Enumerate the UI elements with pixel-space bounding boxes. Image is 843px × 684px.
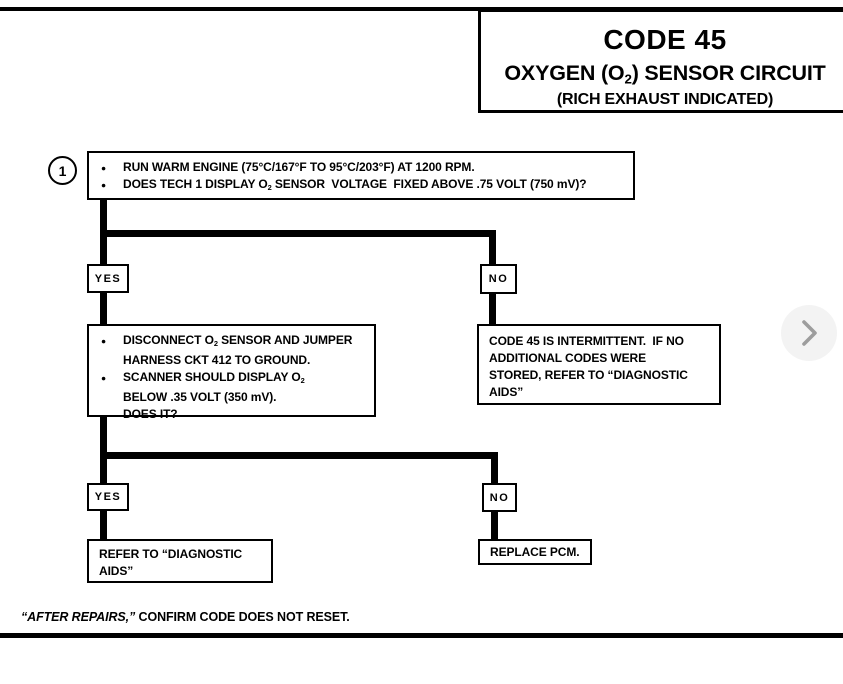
refer-line2: AIDS”	[99, 564, 134, 578]
yes1-action-box: ●DISCONNECT O2 SENSOR AND JUMPER HARNESS…	[87, 324, 376, 421]
bullet-icon: ●	[101, 373, 107, 384]
yes2-label-box: YES	[87, 483, 129, 511]
action-bullet2-cont2: DOES IT?	[123, 407, 178, 422]
connector-branch1-no	[489, 230, 496, 265]
next-page-button[interactable]	[781, 305, 837, 361]
action-bullet1-cont: HARNESS CKT 412 TO GROUND.	[123, 353, 311, 368]
intermittent-line1: CODE 45 IS INTERMITTENT. IF NO	[489, 334, 684, 348]
action-bullet1: ●DISCONNECT O2 SENSOR AND JUMPER	[101, 333, 353, 349]
connector-no2-result	[491, 512, 498, 541]
code-title: CODE 45	[603, 24, 727, 55]
action-bullet2: ●SCANNER SHOULD DISPLAY O2	[101, 370, 305, 386]
circuit-title: OXYGEN (O2) SENSOR CIRCUIT	[504, 61, 826, 87]
bullet-icon: ●	[101, 336, 107, 346]
bottom-rule	[0, 633, 843, 638]
replace-pcm-line: REPLACE PCM.	[490, 545, 580, 559]
connector-branch1-horizontal	[100, 230, 496, 237]
no1-label-box: NO	[480, 264, 517, 294]
step1-bullet2: ●DOES TECH 1 DISPLAY O2 SENSOR VOLTAGE F…	[101, 177, 587, 193]
no1-result-box: CODE 45 IS INTERMITTENT. IF NO ADDITIONA…	[477, 324, 721, 405]
connector-yes2-result	[100, 511, 107, 541]
connector-no1-result	[489, 294, 496, 326]
step1-box: ●RUN WARM ENGINE (75°C/167°F TO 95°C/203…	[87, 151, 635, 200]
connector-branch2-no	[491, 452, 498, 483]
chevron-right-icon	[794, 316, 824, 350]
connector-action-yes2	[100, 417, 107, 483]
connector-yes1-action	[100, 293, 107, 326]
step-number-badge: 1	[48, 156, 77, 185]
refer-line1: REFER TO “DIAGNOSTIC	[99, 547, 243, 561]
intermittent-line3: STORED, REFER TO “DIAGNOSTIC	[489, 368, 688, 382]
intermittent-line4: AIDS”	[489, 385, 524, 399]
intermittent-line2: ADDITIONAL CODES WERE	[489, 351, 647, 365]
no2-result-box: REPLACE PCM.	[478, 539, 592, 565]
yes2-result-box: REFER TO “DIAGNOSTIC AIDS”	[87, 539, 273, 583]
after-repairs-note: “AFTER REPAIRS,” CONFIRM CODE DOES NOT R…	[21, 610, 350, 624]
action-bullet2-cont1: BELOW .35 VOLT (350 mV).	[123, 390, 277, 405]
bullet-icon: ●	[101, 180, 107, 190]
circuit-subtitle: (RICH EXHAUST INDICATED)	[556, 90, 774, 108]
title-box: CODE 45 OXYGEN (O2) SENSOR CIRCUIT (RICH…	[478, 9, 843, 113]
step1-bullet1: ●RUN WARM ENGINE (75°C/167°F TO 95°C/203…	[89, 159, 633, 176]
connector-branch2-horizontal	[100, 452, 498, 459]
no2-label-box: NO	[482, 483, 517, 512]
bullet-icon: ●	[101, 163, 107, 173]
top-rule	[0, 7, 843, 11]
yes1-label-box: YES	[87, 264, 129, 293]
